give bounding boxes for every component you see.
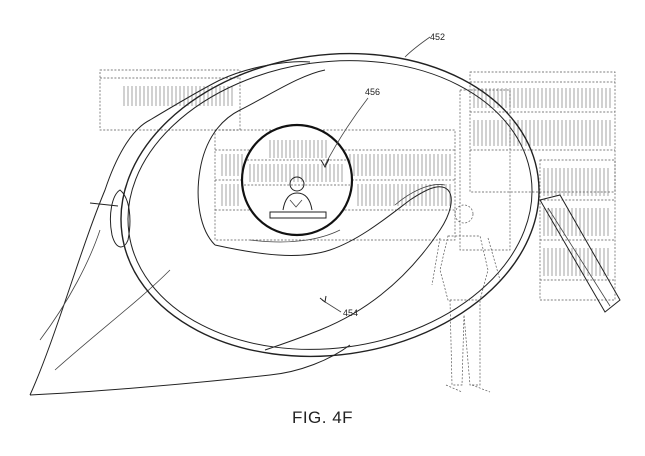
hand-ref-label: 454 [343, 308, 358, 318]
lens-ref-label: 456 [365, 87, 380, 97]
reference-labels: 452 456 454 [319, 32, 445, 318]
figure-caption: FIG. 4F [291, 408, 354, 427]
frame-ref-label: 452 [430, 32, 445, 42]
hand-outline [29, 61, 351, 396]
background-bookshelves [99, 69, 616, 301]
standing-person [431, 204, 501, 393]
eyeglass-frame [89, 52, 621, 358]
magnification-circle [240, 123, 354, 237]
thumb-in-lens [197, 69, 452, 351]
